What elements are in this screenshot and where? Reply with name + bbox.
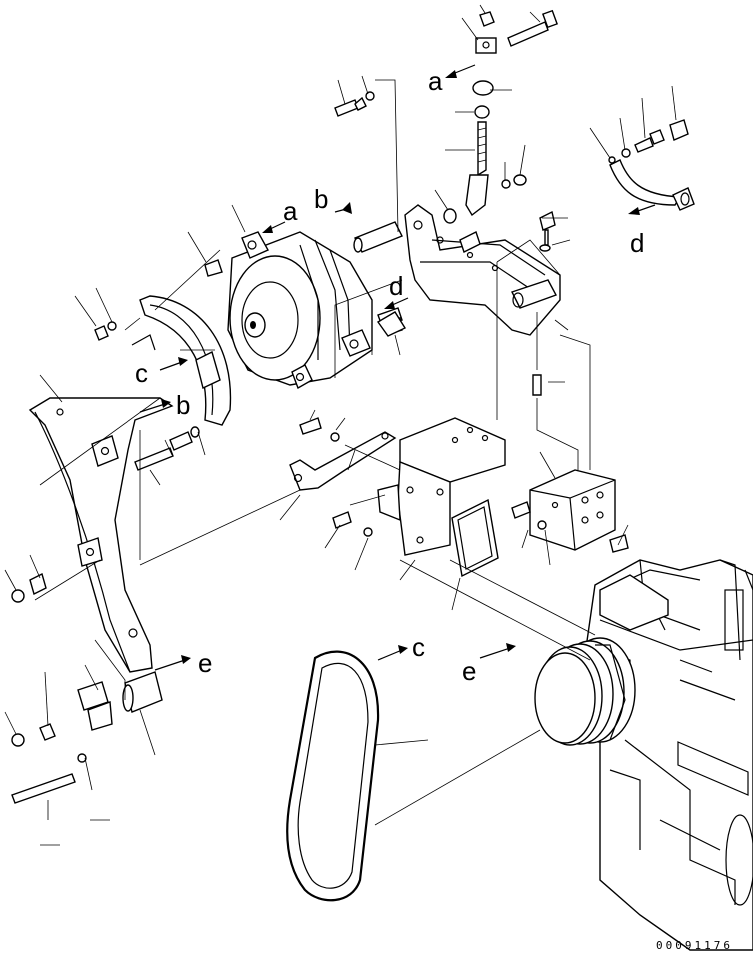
- drawing-number: 00091176: [656, 939, 733, 952]
- hardware: [11, 9, 695, 804]
- housing-block: [529, 469, 616, 551]
- v-belt: [286, 650, 380, 902]
- reference-arrows: [139, 64, 656, 671]
- link-plate: [289, 431, 397, 491]
- ref-letter-a-alternator: a: [283, 196, 298, 226]
- ref-letter-c-alternator: c: [135, 358, 148, 388]
- reference-letters: a a b b c c d d e e: [135, 66, 644, 686]
- adjust-bracket: [28, 397, 174, 673]
- ref-letter-b-bracket: b: [176, 390, 190, 420]
- ref-letter-b-mount: b: [314, 184, 328, 214]
- leader-lines: [4, 4, 677, 846]
- ref-letter-d-clip: d: [630, 228, 644, 258]
- ref-letter-e-pulley: e: [462, 656, 476, 686]
- alternator: [227, 231, 373, 390]
- gasket: [451, 498, 499, 578]
- crank-pulley: [534, 637, 636, 746]
- engine-block: [579, 559, 753, 951]
- ref-letter-c-belt: c: [412, 632, 425, 662]
- plate-bracket: [377, 417, 506, 556]
- ref-letter-e-spacer: e: [198, 648, 212, 678]
- mount-bracket: [404, 204, 561, 336]
- ref-letter-a-top: a: [428, 66, 443, 96]
- ref-letter-d-mount: d: [389, 271, 403, 301]
- belt-guard-upper: [131, 295, 232, 426]
